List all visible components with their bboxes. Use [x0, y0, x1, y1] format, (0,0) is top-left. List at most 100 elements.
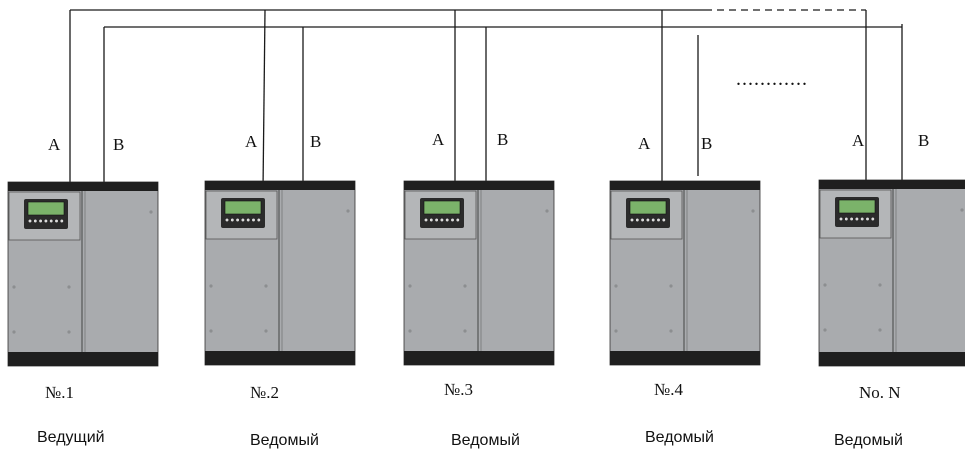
panel-button-icon: [455, 217, 460, 223]
label-b-unit-2: B: [310, 132, 321, 151]
panel-button-icon: [256, 217, 261, 223]
panel-button-icon: [429, 217, 434, 223]
bus-wiring: [69, 9, 903, 191]
panel-button-icon: [49, 218, 54, 224]
label-a-unit-4: A: [638, 134, 651, 153]
panel-screw-icon: [149, 210, 153, 214]
panel-button-icon: [235, 217, 240, 223]
cabinet-bottom-band: [819, 352, 965, 366]
unit-number-labels: №.1 №.2 №.3 №.4 No. N: [45, 380, 901, 402]
panel-screw-icon: [463, 329, 467, 333]
unit-number-n: No. N: [859, 383, 901, 402]
panel-screw-icon: [264, 329, 268, 333]
display-screen: [838, 199, 876, 214]
compressor-units: [7, 179, 965, 367]
unit-role-3: Ведомый: [451, 432, 520, 449]
terminal-labels: A B A B A B A B A B: [48, 130, 929, 154]
panel-screw-icon: [960, 208, 964, 212]
panel-button-icon: [246, 217, 251, 223]
panel-screw-icon: [823, 283, 827, 287]
panel-screw-icon: [12, 285, 16, 289]
panel-button-icon: [870, 216, 875, 222]
cabinet-top-band: [819, 180, 965, 189]
panel-button-icon: [445, 217, 450, 223]
panel-screw-icon: [823, 328, 827, 332]
panel-screw-icon: [614, 284, 618, 288]
panel-button-icon: [224, 217, 230, 223]
cabinet-bottom-band: [404, 351, 554, 365]
panel-button-icon: [423, 217, 429, 223]
panel-button-icon: [661, 217, 666, 223]
panel-screw-icon: [67, 330, 71, 334]
panel-button-icon: [645, 217, 650, 223]
panel-screw-icon: [878, 283, 882, 287]
display-screen: [423, 200, 461, 215]
panel-button-icon: [635, 217, 640, 223]
display-screen: [224, 200, 262, 215]
panel-screw-icon: [669, 329, 673, 333]
display-screen: [27, 201, 65, 216]
panel-screw-icon: [463, 284, 467, 288]
panel-button-icon: [434, 217, 439, 223]
unit-number-1: №.1: [45, 383, 74, 402]
unit-number-4: №.4: [654, 380, 683, 399]
panel-button-icon: [656, 217, 661, 223]
label-a-unit-2: A: [245, 132, 258, 151]
label-a-unit-3: A: [432, 130, 445, 149]
label-b-unit-4: B: [701, 134, 712, 153]
label-b-unit-n: B: [918, 131, 929, 150]
unit-role-n: Ведомый: [834, 432, 903, 449]
label-a-unit-n: A: [852, 131, 865, 150]
panel-button-icon: [450, 217, 455, 223]
panel-screw-icon: [669, 284, 673, 288]
compressor-unit-2: [204, 180, 356, 366]
compressor-unit-n: [818, 179, 965, 367]
panel-button-icon: [651, 217, 656, 223]
cabinet-bottom-band: [8, 352, 158, 366]
cabinet-bottom-band: [610, 351, 760, 365]
panel-button-icon: [33, 218, 38, 224]
panel-screw-icon: [209, 329, 213, 333]
panel-button-icon: [629, 217, 635, 223]
panel-button-icon: [849, 216, 854, 222]
compressor-unit-4: [609, 180, 761, 366]
panel-button-icon: [844, 216, 849, 222]
panel-screw-icon: [545, 209, 549, 213]
panel-button-icon: [54, 218, 59, 224]
continuation-ellipsis: ............: [736, 68, 808, 90]
panel-screw-icon: [408, 329, 412, 333]
drop-a-unit-2: [262, 9, 266, 191]
panel-button-icon: [854, 216, 859, 222]
unit-role-labels: Ведущий Ведомый Ведомый Ведомый Ведомый: [37, 429, 903, 449]
panel-screw-icon: [67, 285, 71, 289]
unit-number-3: №.3: [444, 380, 473, 399]
cabinet-bottom-band: [205, 351, 355, 365]
panel-button-icon: [38, 218, 43, 224]
panel-button-icon: [230, 217, 235, 223]
unit-role-4: Ведомый: [645, 429, 714, 446]
panel-button-icon: [27, 218, 33, 224]
panel-button-icon: [251, 217, 256, 223]
panel-button-icon: [439, 217, 444, 223]
compressor-unit-1: [7, 181, 159, 367]
compressor-unit-3: [403, 180, 555, 366]
panel-button-icon: [43, 218, 48, 224]
panel-button-icon: [860, 216, 865, 222]
unit-number-2: №.2: [250, 383, 279, 402]
panel-screw-icon: [264, 284, 268, 288]
panel-button-icon: [838, 216, 844, 222]
panel-screw-icon: [346, 209, 350, 213]
panel-button-icon: [640, 217, 645, 223]
label-b-unit-1: B: [113, 135, 124, 154]
label-b-unit-3: B: [497, 130, 508, 149]
cabinet-top-band: [610, 181, 760, 190]
unit-role-2: Ведомый: [250, 432, 319, 449]
panel-screw-icon: [408, 284, 412, 288]
panel-button-icon: [59, 218, 64, 224]
cabinet-top-band: [205, 181, 355, 190]
panel-screw-icon: [614, 329, 618, 333]
label-a-unit-1: A: [48, 135, 61, 154]
display-screen: [629, 200, 667, 215]
unit-role-1: Ведущий: [37, 429, 105, 446]
